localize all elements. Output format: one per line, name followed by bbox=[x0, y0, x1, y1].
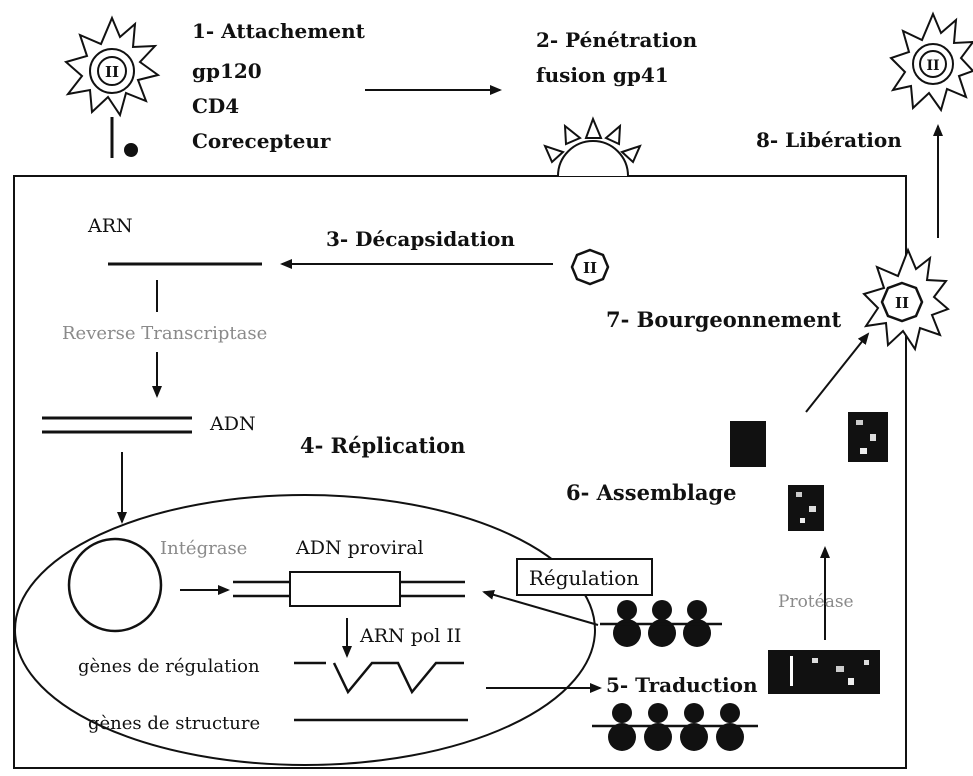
step-2-penetration: 2- Pénétration bbox=[536, 28, 698, 52]
regulation-label: Régulation bbox=[529, 566, 639, 590]
proviral-adn bbox=[233, 571, 465, 607]
integrase-label: Intégrase bbox=[160, 538, 247, 559]
adn-label: ADN bbox=[209, 413, 256, 435]
step-4-replication: 4- Réplication bbox=[300, 433, 465, 458]
genes-regulation-label: gènes de régulation bbox=[78, 656, 260, 677]
circular-adn bbox=[67, 537, 163, 633]
arrow-to-bourgeonnement bbox=[805, 332, 870, 413]
cd4-label: CD4 bbox=[192, 94, 239, 118]
step-1-attachement: 1- Attachement bbox=[192, 19, 366, 43]
arn-label: ARN bbox=[87, 215, 133, 237]
arrow-regulation bbox=[482, 589, 599, 626]
virion-icon-released: II bbox=[889, 11, 973, 113]
virion-icon-fusing bbox=[543, 116, 642, 177]
nucleus bbox=[14, 494, 596, 766]
protease-label: Protéase bbox=[778, 592, 854, 612]
reverse-transcriptase-label: Reverse Transcriptase bbox=[62, 323, 267, 344]
fusion-gp41-label: fusion gp41 bbox=[536, 63, 669, 87]
corecepteur-label: Corecepteur bbox=[192, 129, 331, 153]
step-3-decapsidation: 3- Décapsidation bbox=[326, 227, 515, 251]
step-6-assemblage: 6- Assemblage bbox=[566, 480, 736, 505]
svg-text:II: II bbox=[105, 63, 119, 81]
spliced-arn bbox=[332, 661, 464, 695]
polyprotein bbox=[768, 650, 880, 694]
cell-membrane bbox=[13, 175, 907, 769]
genes-structure-label: gènes de structure bbox=[88, 713, 260, 734]
arn-pol-label: ARN pol II bbox=[359, 625, 461, 647]
capsid-icon: II bbox=[570, 248, 610, 286]
svg-text:II: II bbox=[583, 259, 597, 277]
ribosomes-regulation bbox=[600, 600, 722, 647]
ribosomes-structure bbox=[592, 703, 758, 751]
svg-text:II: II bbox=[895, 294, 909, 312]
step-5-traduction: 5- Traduction bbox=[606, 673, 758, 697]
adn-proviral-label: ADN proviral bbox=[295, 537, 424, 559]
virion-icon-attaching: II bbox=[63, 15, 161, 118]
protein-blocks bbox=[730, 412, 888, 531]
virion-icon-budding: II bbox=[862, 247, 950, 352]
step-8-liberation: 8- Libération bbox=[756, 128, 902, 152]
step-7-bourgeonnement: 7- Bourgeonnement bbox=[606, 307, 842, 332]
regulation-box bbox=[516, 558, 653, 596]
corecepteur-dot bbox=[124, 143, 138, 157]
gp120-label: gp120 bbox=[192, 59, 262, 83]
svg-text:II: II bbox=[926, 58, 939, 74]
